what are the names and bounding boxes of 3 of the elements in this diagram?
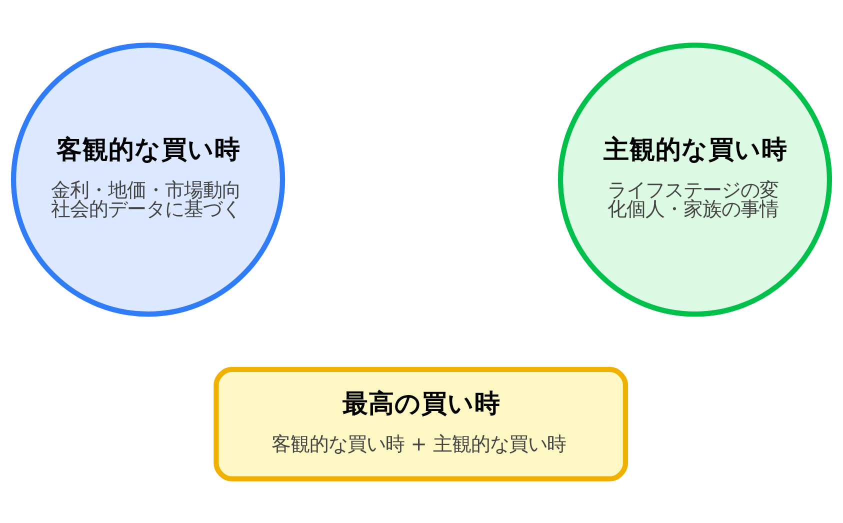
node-box: 最高の買い時 客観的な買い時 + 主観的な買い時 — [214, 366, 628, 481]
node-circle: 主観的な買い時 ライフステージの変化個人・家族の事情 — [558, 42, 832, 316]
node-circle: 客観的な買い時 金利・地価・市場動向社会的データに基づく — [10, 42, 286, 316]
